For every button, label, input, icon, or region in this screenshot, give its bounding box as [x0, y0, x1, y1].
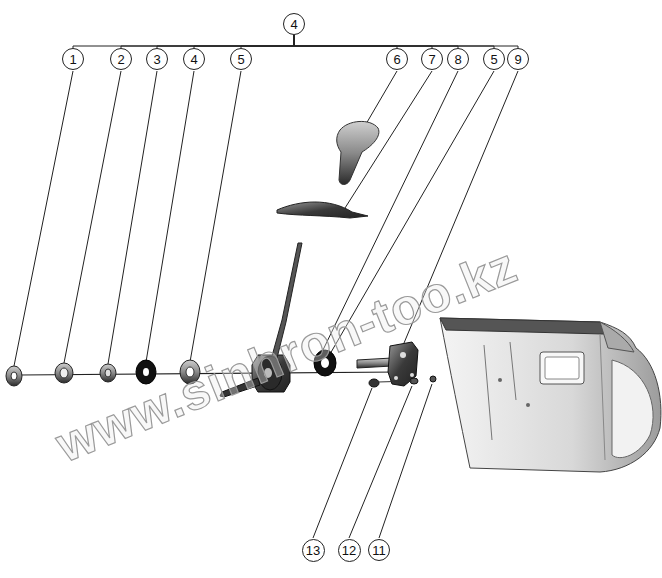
callout-number: 9 — [514, 53, 521, 66]
callout-number: 3 — [153, 53, 160, 66]
bracket-line — [241, 35, 294, 48]
callout-number: 12 — [342, 544, 356, 557]
callout-number: 8 — [454, 53, 461, 66]
bracket-line — [121, 35, 294, 48]
callout-number: 1 — [69, 53, 76, 66]
watermark: www.sinhron-too.kz — [48, 236, 525, 474]
callout-number: 4 — [190, 53, 197, 66]
callout-circle: 7 — [421, 48, 443, 70]
callout-number: 4 — [290, 18, 297, 31]
callout-circle: 5 — [230, 48, 252, 70]
callout-circle: 9 — [507, 48, 529, 70]
callout-circle: 8 — [447, 48, 469, 70]
callout-circle: 4 — [283, 13, 305, 35]
callout-circle: 13 — [302, 539, 325, 562]
callout-circle: 11 — [368, 539, 390, 561]
callout-number: 13 — [306, 544, 320, 557]
callout-circle: 4 — [183, 48, 205, 70]
callout-number: 5 — [237, 53, 244, 66]
callout-circle: 2 — [110, 48, 132, 70]
bracket-line — [294, 35, 518, 48]
bracket-line — [157, 35, 294, 48]
callout-circle: 3 — [146, 48, 168, 70]
callout-number: 2 — [117, 53, 124, 66]
callout-number: 5 — [490, 53, 497, 66]
callout-circle: 6 — [386, 48, 408, 70]
callout-number: 7 — [428, 53, 435, 66]
callout-circle: 12 — [338, 539, 361, 562]
callout-circle: 5 — [483, 48, 505, 70]
bracket-line — [194, 35, 294, 48]
callout-number: 11 — [372, 544, 386, 557]
callout-number: 6 — [393, 53, 400, 66]
bracket-line — [73, 35, 294, 48]
callout-circle: 1 — [62, 48, 84, 70]
